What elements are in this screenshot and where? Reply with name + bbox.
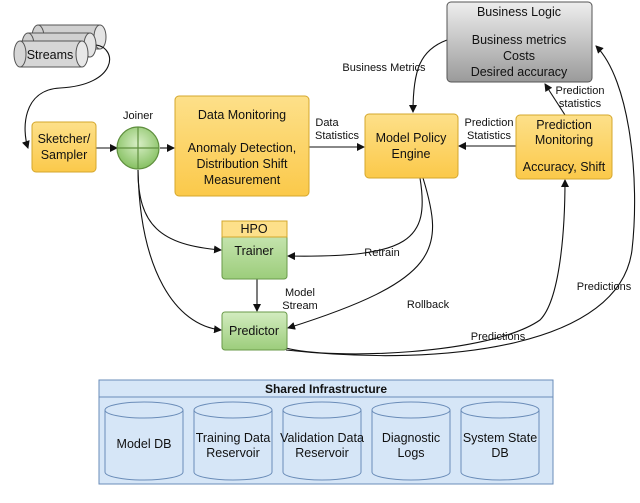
prediction-monitoring-box[interactable]: Prediction Monitoring Accuracy, Shift: [515, 114, 613, 180]
sketcher-label-line2: Sampler: [41, 148, 88, 162]
business-logic-box[interactable]: Business Logic Business metrics Costs De…: [446, 1, 593, 83]
business-logic-title: Business Logic: [477, 5, 561, 19]
data-store-body: [371, 410, 451, 481]
data-store-top: [371, 401, 451, 419]
predictor-box[interactable]: Predictor: [221, 311, 288, 351]
data-store-label: Reservoir: [206, 446, 260, 460]
data-store-label: Reservoir: [295, 446, 349, 460]
hpo-label: HPO: [240, 222, 267, 236]
data-store-label: Diagnostic: [382, 431, 440, 445]
edge-prediction-monitoring-business-logic: [544, 83, 566, 116]
prediction-monitoring-line2: Monitoring: [535, 133, 593, 147]
label-prediction-statistics-lc-2: statistics: [559, 98, 602, 110]
label-data-statistics-1: Data: [315, 117, 339, 129]
label-prediction-statistics-lc-1: Prediction: [556, 85, 605, 97]
edge-predictor-business-logic: [285, 45, 636, 357]
label-business-metrics: Business Metrics: [342, 62, 426, 74]
edge-joiner-predictor: [137, 169, 222, 334]
data-store-body: [460, 410, 540, 481]
label-prediction-statistics-2: Statistics: [467, 130, 512, 142]
business-logic-line3: Desired accuracy: [471, 65, 568, 79]
data-monitoring-title: Data Monitoring: [198, 108, 286, 122]
data-store-top: [282, 401, 362, 419]
label-prediction-statistics-1: Prediction: [465, 117, 514, 129]
shared-infrastructure-title: Shared Infrastructure: [265, 382, 387, 396]
label-retrain: Retrain: [364, 247, 399, 259]
edge-business-logic-model-policy: [409, 39, 448, 113]
joiner-node[interactable]: Joiner: [116, 110, 160, 170]
stream-cylinder-front: [13, 40, 89, 68]
data-store-label: DB: [491, 446, 508, 460]
data-store-top: [193, 401, 273, 419]
edge-model-policy-trainer: [287, 177, 423, 261]
label-data-statistics-2: Statistics: [315, 130, 360, 142]
model-policy-line2: Engine: [392, 147, 431, 161]
edges: [21, 39, 636, 357]
label-rollback: Rollback: [407, 299, 450, 311]
sketcher-label-line1: Sketcher/: [38, 132, 91, 146]
data-store-label: Training Data: [196, 431, 271, 445]
edge-labels: Business Metrics Data Statistics Predict…: [282, 62, 631, 343]
data-monitoring-line1: Anomaly Detection,: [188, 141, 296, 155]
data-store-body: [282, 410, 362, 481]
data-monitoring-line2: Distribution Shift: [196, 157, 288, 171]
data-monitoring-line3: Measurement: [204, 173, 281, 187]
data-store-label: Model DB: [117, 437, 172, 451]
label-model-stream-1: Model: [285, 287, 315, 299]
hpo-band: [221, 220, 288, 238]
edge-streams-sketcher: [21, 44, 111, 149]
data-store-label: Logs: [397, 446, 424, 460]
prediction-monitoring-line1: Prediction: [536, 118, 592, 132]
data-store-top: [460, 401, 540, 419]
streams-label: Streams: [27, 48, 74, 62]
data-store-top: [104, 401, 184, 419]
data-monitoring-box[interactable]: Data Monitoring Anomaly Detection, Distr…: [174, 95, 310, 197]
joiner-label: Joiner: [123, 110, 153, 122]
label-predictions-1: Predictions: [471, 331, 526, 343]
trainer-label: Trainer: [234, 244, 273, 258]
label-predictions-2: Predictions: [577, 281, 632, 293]
predictor-label: Predictor: [229, 324, 279, 338]
data-store-label: Validation Data: [280, 431, 364, 445]
business-logic-line1: Business metrics: [472, 33, 566, 47]
edge-predictor-prediction-monitoring: [285, 179, 569, 355]
data-store-label: System State: [463, 431, 537, 445]
data-store-body: [104, 410, 184, 481]
label-model-stream-2: Stream: [282, 300, 317, 312]
edge-model-policy-predictor: [287, 177, 434, 330]
model-policy-line1: Model Policy: [376, 131, 448, 145]
model-policy-engine-box[interactable]: Model Policy Engine: [364, 113, 459, 179]
trainer-box[interactable]: HPO Trainer: [221, 220, 288, 280]
sketcher-sampler-box[interactable]: Sketcher/ Sampler: [31, 121, 97, 173]
data-store-body: [193, 410, 273, 481]
data-store-1[interactable]: Model DB: [104, 401, 184, 481]
streams-cylinders: Streams: [13, 24, 107, 68]
prediction-monitoring-line3: Accuracy, Shift: [523, 160, 606, 174]
business-logic-line2: Costs: [503, 49, 535, 63]
